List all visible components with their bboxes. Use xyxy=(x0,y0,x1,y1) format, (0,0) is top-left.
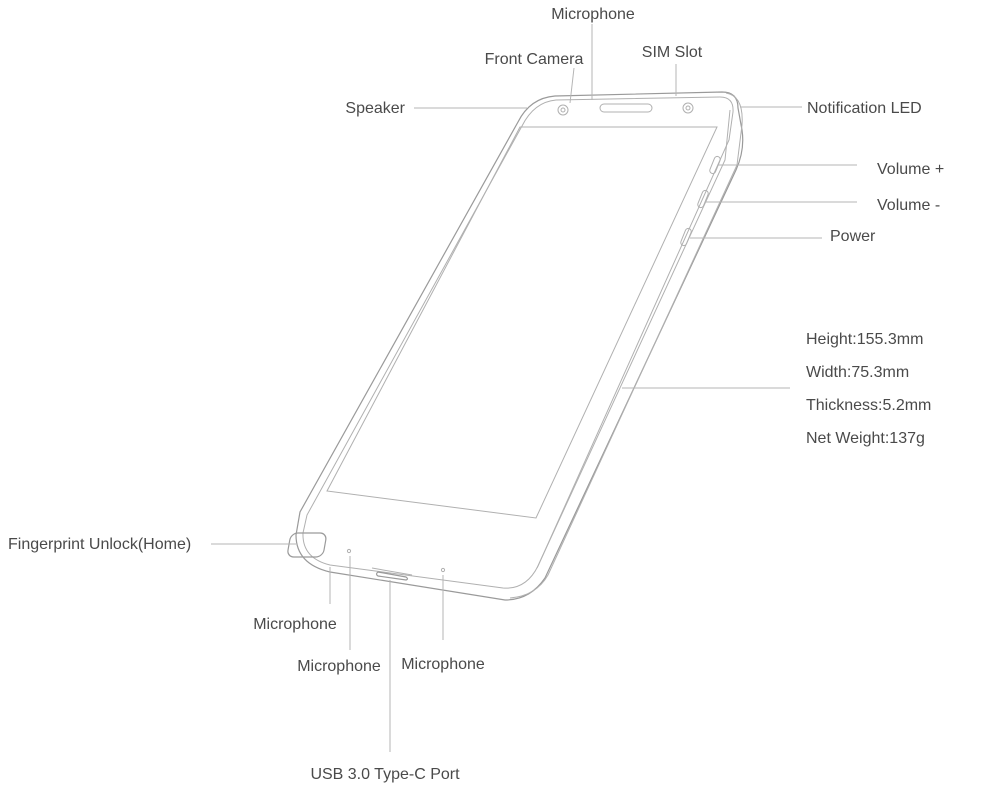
leader-lines xyxy=(211,24,857,752)
label-power: Power xyxy=(830,228,876,245)
volume-up-button xyxy=(709,155,721,175)
front-camera-lens-inner xyxy=(560,107,566,113)
label-microphone-bottom-left: Microphone xyxy=(253,616,337,633)
phone-outer-edge xyxy=(295,91,744,601)
label-volume-up: Volume + xyxy=(877,161,944,178)
phone-front-face xyxy=(302,96,734,589)
label-microphone-top: Microphone xyxy=(551,6,635,23)
label-front-camera: Front Camera xyxy=(485,51,584,68)
bottom-mic-left-dot xyxy=(346,548,352,554)
label-speaker: Speaker xyxy=(345,100,405,117)
speaker-grille xyxy=(599,103,653,113)
phone-side-edge-inner xyxy=(536,109,731,569)
spec-thickness: Thickness:5.2mm xyxy=(806,397,931,414)
usb-port-line xyxy=(371,567,413,576)
label-volume-down: Volume - xyxy=(877,197,940,214)
front-camera-lens xyxy=(557,104,569,116)
spec-weight: Net Weight:137g xyxy=(806,430,925,447)
label-usb-port: USB 3.0 Type-C Port xyxy=(310,766,460,783)
label-microphone-bottom-right: Microphone xyxy=(401,656,485,673)
notification-led-dot xyxy=(682,102,694,114)
label-sim-slot: SIM Slot xyxy=(642,44,703,61)
label-notification-led: Notification LED xyxy=(807,100,922,117)
bottom-mic-right-dot xyxy=(440,567,446,573)
label-fingerprint: Fingerprint Unlock(Home) xyxy=(8,536,191,553)
notification-led-dot-inner xyxy=(685,105,691,111)
spec-height: Height:155.3mm xyxy=(806,331,923,348)
usb-port-shape xyxy=(375,571,409,581)
phone-outline xyxy=(287,91,744,601)
labels: Microphone Front Camera SIM Slot Speaker… xyxy=(8,6,944,783)
power-button xyxy=(680,227,692,247)
label-microphone-bottom-mid: Microphone xyxy=(297,658,381,675)
fingerprint-sensor xyxy=(287,532,327,558)
specs-block: Height:155.3mm Width:75.3mm Thickness:5.… xyxy=(806,331,931,447)
leader-front-camera xyxy=(569,67,575,104)
volume-down-button xyxy=(697,189,709,209)
phone-screen xyxy=(326,126,718,519)
spec-width: Width:75.3mm xyxy=(806,364,909,381)
phone-side-edge xyxy=(509,92,743,599)
